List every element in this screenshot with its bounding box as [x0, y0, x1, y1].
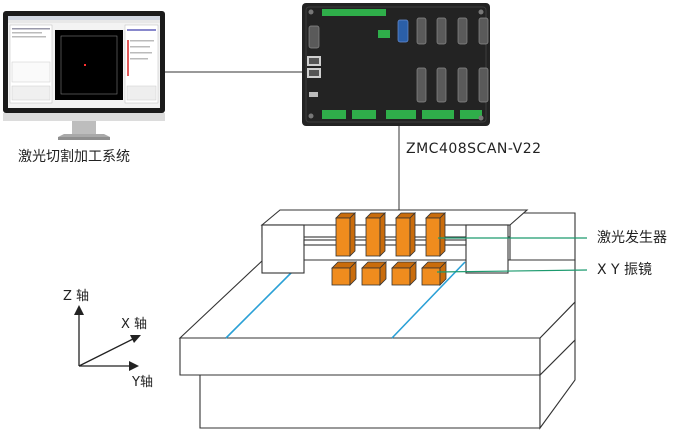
laser-head-side — [409, 212, 416, 257]
galvo-head-side — [409, 261, 417, 286]
controller-icon — [302, 3, 490, 126]
galvo-head-side — [379, 261, 387, 286]
galvo-head-icon — [331, 261, 447, 286]
system-label: 激光切割加工系统 — [18, 149, 130, 165]
laser-head-side — [349, 212, 356, 257]
axis-z-label: Z 轴 — [63, 289, 90, 304]
machine-base — [178, 259, 576, 430]
laser-head-side — [379, 212, 386, 257]
axis-x-label: X 轴 — [121, 317, 148, 332]
laser-head-2 — [365, 217, 381, 257]
controller-model-label: ZMC408SCAN-V22 — [406, 141, 542, 157]
laser-head-4 — [425, 217, 441, 257]
galvo-head-1 — [331, 267, 351, 286]
laser-head-1 — [335, 217, 351, 257]
galvo-head-3 — [391, 267, 411, 286]
galvo-head-side — [349, 261, 357, 286]
galvo-head-side — [439, 261, 447, 286]
laser-head-icon — [335, 212, 446, 257]
laser-head-side — [439, 212, 446, 257]
laser-head-3 — [395, 217, 411, 257]
xy-galvo-label: X Y 振镜 — [597, 262, 653, 278]
gantry — [260, 209, 576, 274]
galvo-head-4 — [421, 267, 441, 286]
axis-y-label: Y轴 — [132, 375, 153, 390]
galvo-head-2 — [361, 267, 381, 286]
axis-arrows — [74, 305, 141, 371]
laser-generator-label: 激光发生器 — [597, 230, 667, 246]
monitor-icon — [3, 11, 165, 140]
